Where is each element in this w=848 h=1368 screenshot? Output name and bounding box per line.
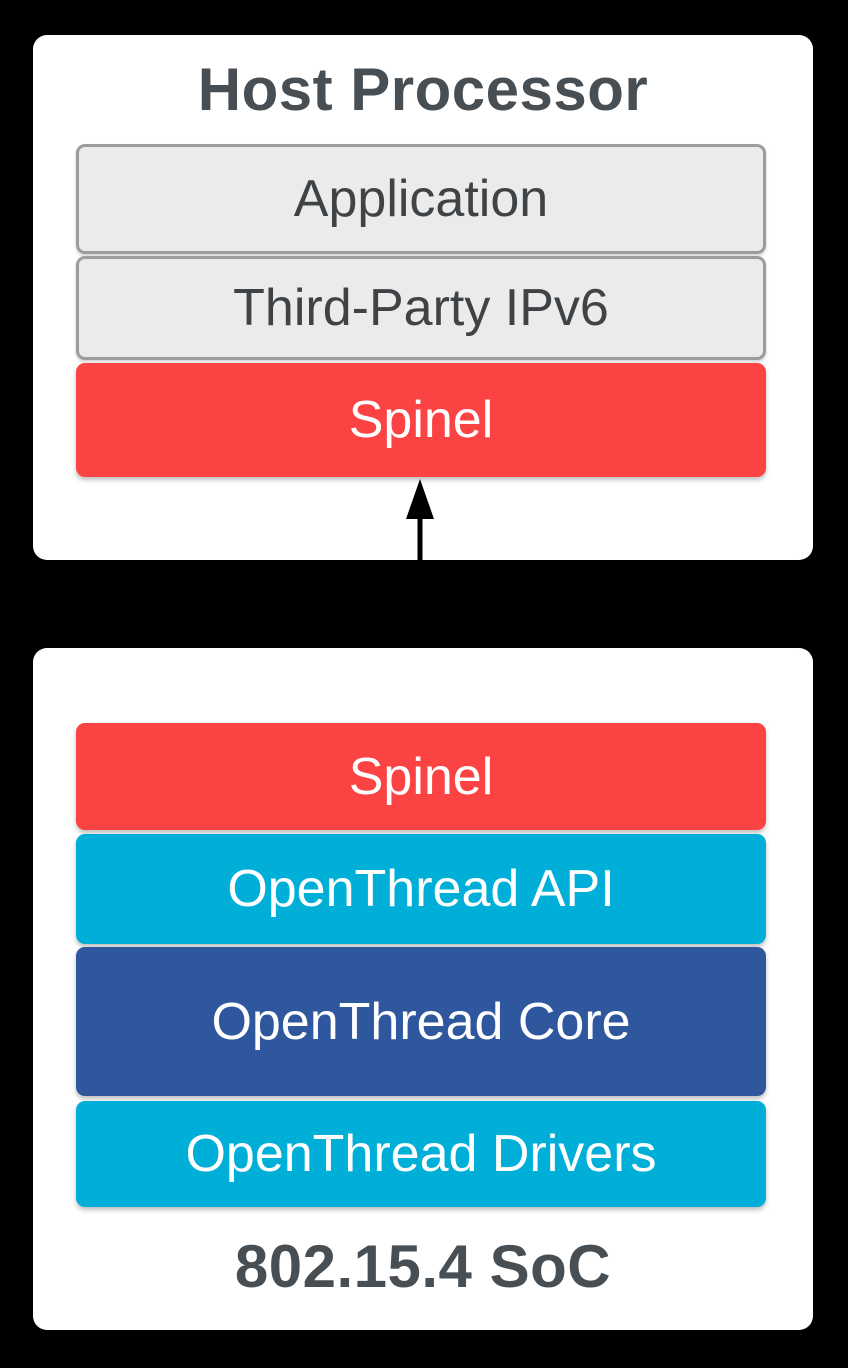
layer-spinel-host-label: Spinel [348,391,494,449]
host-card-title: Host Processor [197,56,649,123]
layer-third-party-ipv6-label: Third-Party IPv6 [233,279,609,337]
layer-openthread-api-label: OpenThread API [227,860,615,918]
layer-application: Application [76,144,766,254]
soc-card: Spinel OpenThread API OpenThread Core Op… [33,648,813,1330]
layer-spinel-host: Spinel [76,363,766,477]
layer-openthread-drivers: OpenThread Drivers [76,1101,766,1207]
layer-third-party-ipv6: Third-Party IPv6 [76,256,766,360]
layer-spinel-soc-label: Spinel [348,747,494,806]
layer-openthread-api: OpenThread API [76,834,766,944]
layer-spinel-soc: Spinel [76,723,766,830]
layer-application-label: Application [293,170,549,228]
soc-card-title: 802.15.4 SoC [234,1233,612,1300]
layer-openthread-core: OpenThread Core [76,947,766,1096]
host-processor-card: Host Processor Application Third-Party I… [33,35,813,560]
layer-openthread-drivers-label: OpenThread Drivers [185,1125,657,1183]
layer-openthread-core-label: OpenThread Core [211,992,631,1051]
